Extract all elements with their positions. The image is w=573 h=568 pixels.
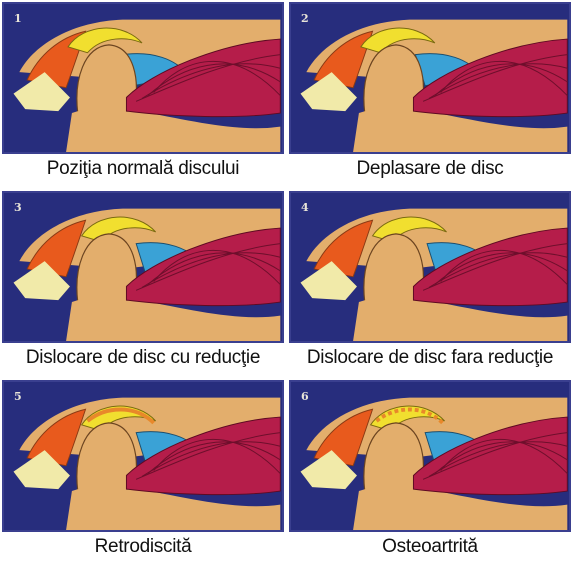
panel-1: 1 Poziţia normală discului: [0, 0, 286, 189]
panel-caption: Dislocare de disc cu reducţie: [0, 347, 286, 369]
panel-4-illustration: 4: [289, 191, 571, 343]
panel-number: 6: [301, 390, 309, 403]
panel-number: 3: [14, 201, 22, 214]
panel-number: 1: [14, 12, 22, 25]
panel-caption: Dislocare de disc fara reducţie: [287, 347, 573, 369]
panel-2-illustration: 2: [289, 2, 571, 154]
panel-number: 4: [301, 201, 309, 214]
jaw-joint-illustration: [4, 193, 282, 341]
panel-4: 4 Dislocare de disc fara reducţie: [287, 189, 573, 378]
panel-3: 3 Dislocare de disc cu reducţie: [0, 189, 286, 378]
jaw-joint-illustration: [4, 4, 282, 152]
panel-number: 5: [14, 390, 22, 403]
panel-caption: Osteoartrită: [287, 536, 573, 558]
panel-5: 5 Retrodiscită: [0, 378, 286, 567]
panel-number: 2: [301, 12, 309, 25]
panel-2: 2 Deplasare de disc: [287, 0, 573, 189]
panel-caption: Retrodiscită: [0, 536, 286, 558]
jaw-joint-illustration: [291, 4, 569, 152]
panel-caption: Poziţia normală discului: [0, 158, 286, 180]
panel-6: 6 Osteoartrită: [287, 378, 573, 567]
panel-5-illustration: 5: [2, 380, 284, 532]
panel-caption: Deplasare de disc: [287, 158, 573, 180]
jaw-joint-illustration: [291, 382, 569, 530]
panel-1-illustration: 1: [2, 2, 284, 154]
jaw-joint-illustration: [4, 382, 282, 530]
panel-3-illustration: 3: [2, 191, 284, 343]
jaw-joint-illustration: [291, 193, 569, 341]
panel-6-illustration: 6: [289, 380, 571, 532]
